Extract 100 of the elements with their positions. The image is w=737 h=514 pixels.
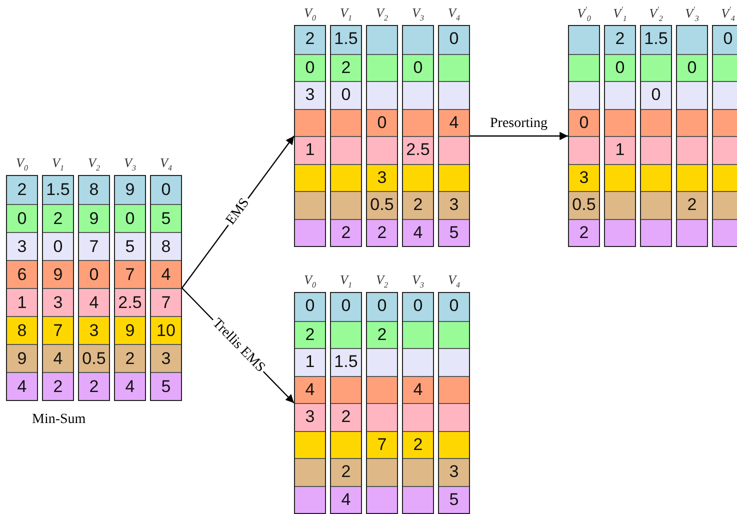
column-header: V$_{2}$ [375, 5, 389, 23]
matrix-cell: 4 [403, 376, 433, 403]
matrix-cell: 10 [151, 316, 181, 344]
matrix-cell [295, 108, 325, 136]
matrix-cell: 9 [79, 204, 109, 232]
matrix-cell [713, 164, 737, 191]
matrix-cell [641, 136, 671, 164]
matrix-cell: 7 [79, 232, 109, 260]
matrix-cell [677, 218, 707, 246]
matrix-cell: 4 [403, 218, 433, 246]
matrix-cell: 8 [79, 176, 109, 204]
column-header: V$_{0}$ [303, 272, 317, 290]
matrix-cell: 0 [605, 54, 635, 81]
matrix-cell: 7 [43, 316, 73, 344]
matrix-cell [403, 320, 433, 348]
matrix-cell: 4 [115, 372, 145, 400]
matrix-cell: 0 [677, 54, 707, 81]
matrix-cell: 1 [605, 136, 635, 164]
matrix-cell [331, 164, 361, 191]
matrix-cell: 4 [331, 486, 361, 513]
matrix-cell: 0 [403, 293, 433, 320]
matrix-cell: 4 [295, 376, 325, 403]
matrix-cell [641, 164, 671, 191]
matrix-cell [403, 403, 433, 430]
matrix-cell [569, 54, 599, 81]
matrix-cell: 9 [115, 176, 145, 204]
matrix-cell: 2 [367, 320, 397, 348]
matrix-cell [439, 348, 469, 376]
matrix-cell: 1 [295, 136, 325, 164]
matrix-cell: 2 [331, 403, 361, 430]
matrix-cell: 2 [367, 218, 397, 246]
matrix-cell: 5 [151, 372, 181, 400]
matrix-cell: 5 [151, 204, 181, 232]
matrix-cell [605, 164, 635, 191]
matrix-cell [367, 458, 397, 486]
matrix-cell [331, 430, 361, 458]
matrix-cell: 2 [7, 176, 37, 204]
matrix-cell [677, 164, 707, 191]
matrix-cell: 7 [115, 260, 145, 288]
matrix-cell: 5 [115, 232, 145, 260]
matrix-cell [403, 26, 433, 54]
matrix-cell: 2 [331, 54, 361, 81]
matrix-cell [367, 376, 397, 403]
matrix-cell: 2 [403, 191, 433, 218]
matrix-cell: 0 [331, 81, 361, 108]
matrix-cell: 3 [439, 458, 469, 486]
column-header: V$_{1}$ [339, 5, 353, 23]
matrix-cell [403, 81, 433, 108]
matrix-cell: 7 [367, 430, 397, 458]
matrix-cell: 1 [7, 288, 37, 316]
matrix-cell [569, 81, 599, 108]
matrix-cell [367, 136, 397, 164]
matrix-cell [641, 108, 671, 136]
matrix-cell [367, 403, 397, 430]
matrix-cell: 2 [295, 26, 325, 54]
matrix-cell [713, 108, 737, 136]
matrix-cell [331, 376, 361, 403]
matrix-cell [677, 26, 707, 54]
matrix-cell: 0 [367, 108, 397, 136]
matrix-cell: 0 [641, 81, 671, 108]
column-header: V$_{4}$ [447, 5, 461, 23]
matrix-cell: 9 [115, 316, 145, 344]
matrix-cell [367, 81, 397, 108]
matrix-cell [367, 54, 397, 81]
matrix-cell: 4 [439, 108, 469, 136]
matrix-cell [439, 136, 469, 164]
matrix-cell: 3 [151, 344, 181, 372]
column-header: V$_{3}$ [411, 5, 425, 23]
matrix-cell: 2 [403, 430, 433, 458]
matrix-cell [439, 430, 469, 458]
arrow [470, 132, 568, 140]
matrix-cell: 3 [79, 316, 109, 344]
matrix-cell: 0 [115, 204, 145, 232]
matrix-cell [403, 164, 433, 191]
matrix-cell [641, 191, 671, 218]
matrix-cell [677, 108, 707, 136]
matrix-cell: 0 [403, 54, 433, 81]
matrix-cell [331, 320, 361, 348]
matrix-cell: 3 [367, 164, 397, 191]
column-header: V$_{4}$ [447, 272, 461, 290]
matrix-cell [605, 108, 635, 136]
matrix-cell [295, 164, 325, 191]
matrix-cell: 1.5 [331, 26, 361, 54]
matrix-cell [713, 136, 737, 164]
matrix-cell: 1 [295, 348, 325, 376]
matrix-cell [439, 81, 469, 108]
matrix-cell: 0 [295, 54, 325, 81]
matrix-cell [295, 430, 325, 458]
matrix-cell [439, 403, 469, 430]
matrix-cell: 0 [439, 26, 469, 54]
matrix-cell: 4 [7, 372, 37, 400]
matrix-cell [367, 348, 397, 376]
matrix-cell [605, 218, 635, 246]
matrix-cell: 2 [79, 372, 109, 400]
matrix-cell [439, 54, 469, 81]
matrix-cell: 3 [295, 403, 325, 430]
matrix-cell: 3 [295, 81, 325, 108]
matrix-cell: 0 [713, 26, 737, 54]
column-header: V$_{1}$ [339, 272, 353, 290]
matrix-cell [605, 191, 635, 218]
